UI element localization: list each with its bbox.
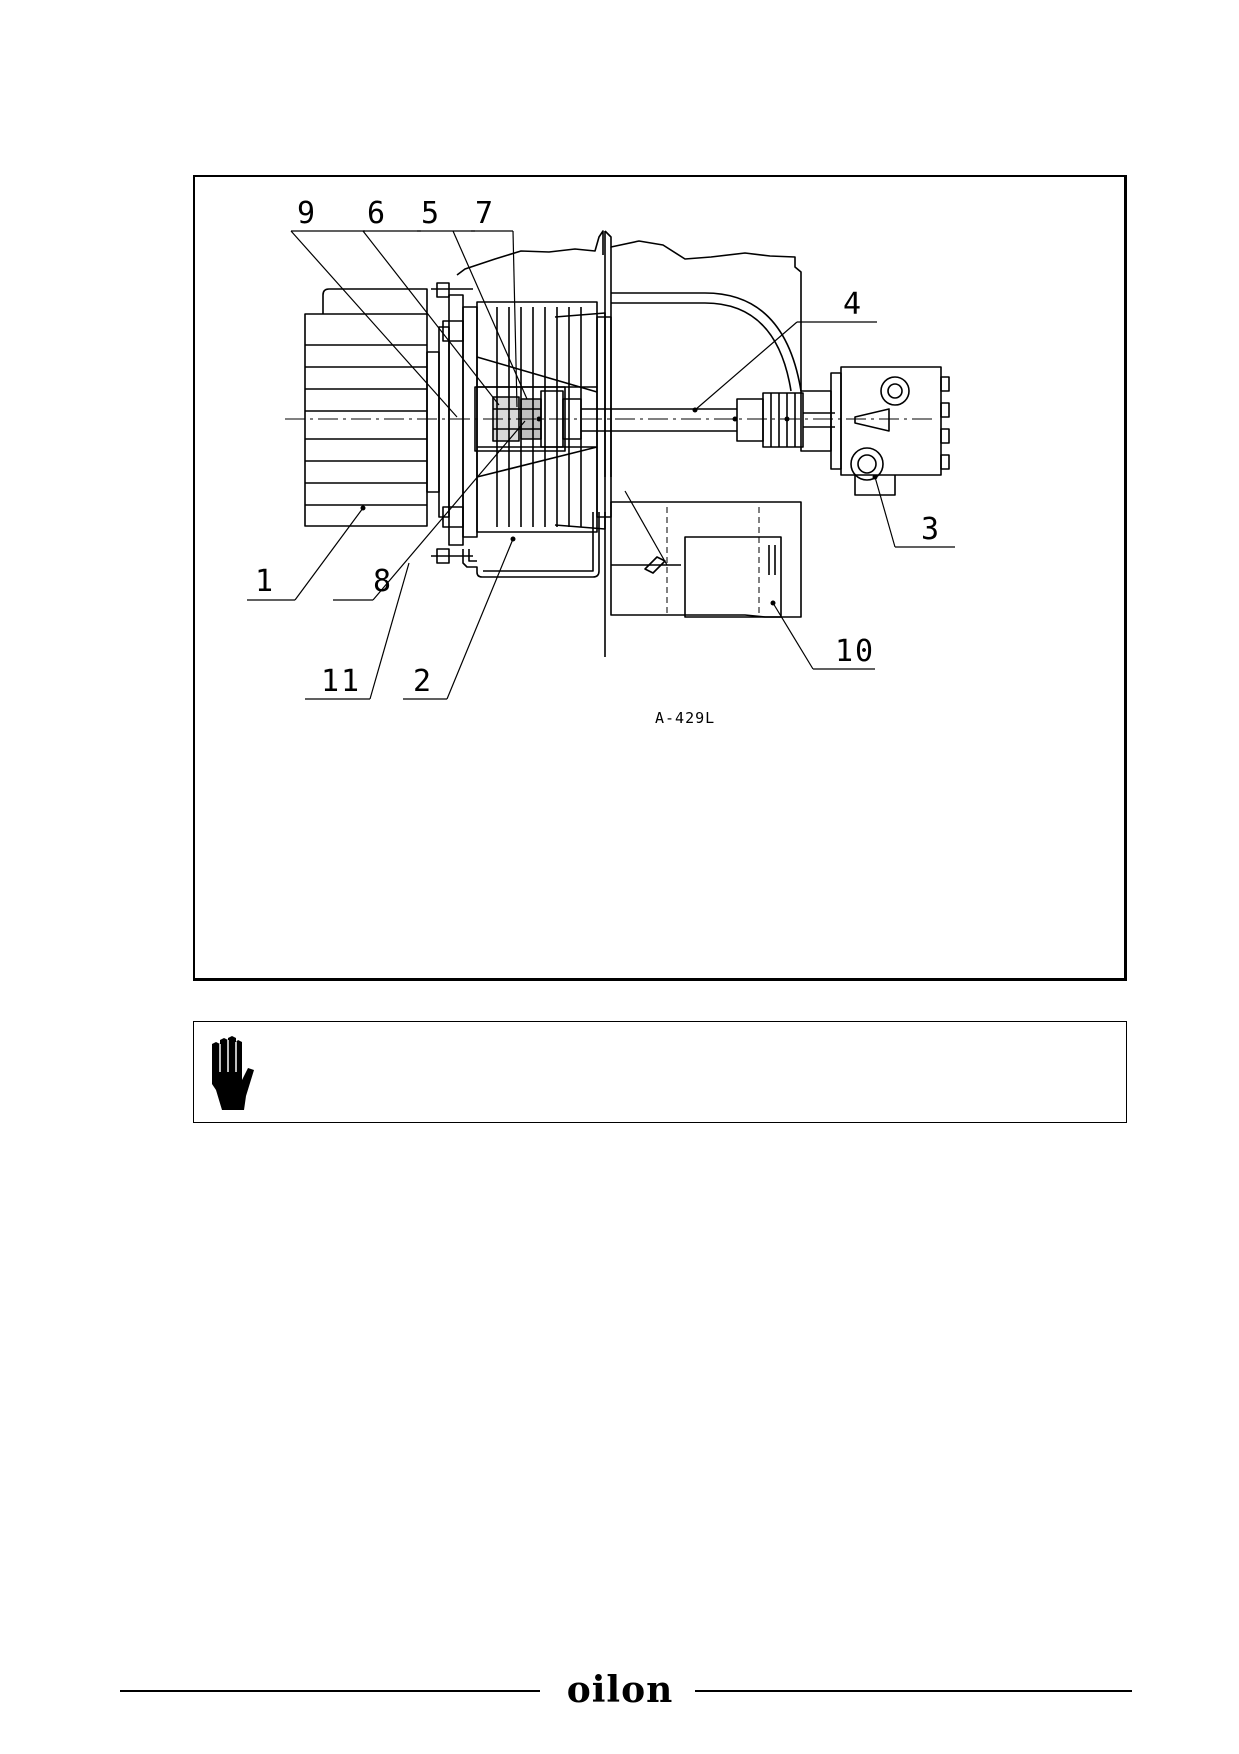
callout-7: 7 xyxy=(475,196,495,231)
footer-rule-left xyxy=(120,1690,540,1692)
footer-rule-right xyxy=(695,1690,1132,1692)
callout-1: 1 xyxy=(255,564,275,599)
air-duct xyxy=(611,292,802,392)
connector-box xyxy=(610,501,802,618)
warning-hand-icon xyxy=(212,1036,254,1110)
oilon-logo: oilon xyxy=(566,1669,674,1711)
callout-6: 6 xyxy=(367,196,387,231)
callout-9: 9 xyxy=(297,196,317,231)
leader-end-dots xyxy=(360,407,878,606)
callout-10: 10 xyxy=(835,634,875,669)
callout-numbers: 9 6 5 7 4 3 1 8 10 11 2 A-429L xyxy=(255,196,941,727)
callout-2: 2 xyxy=(413,664,433,699)
fuel-pump xyxy=(800,366,950,496)
callout-4: 4 xyxy=(843,287,863,322)
callout-3: 3 xyxy=(921,512,941,547)
notice-box xyxy=(193,1021,1127,1123)
drive-shaft xyxy=(581,392,835,448)
callout-5: 5 xyxy=(421,196,441,231)
callout-11: 11 xyxy=(321,664,361,699)
leader-lines xyxy=(247,230,955,700)
burner-cross-section-drawing: 9 6 5 7 4 3 1 8 10 11 2 A-429L xyxy=(247,196,955,727)
callout-8: 8 xyxy=(373,564,393,599)
motor-flange xyxy=(431,282,478,564)
page-footer: oilon xyxy=(120,1670,1132,1710)
figure-frame: 9 6 5 7 4 3 1 8 10 11 2 A-429L xyxy=(193,175,1127,981)
motor xyxy=(304,288,450,527)
drawing-code: A-429L xyxy=(655,709,715,727)
